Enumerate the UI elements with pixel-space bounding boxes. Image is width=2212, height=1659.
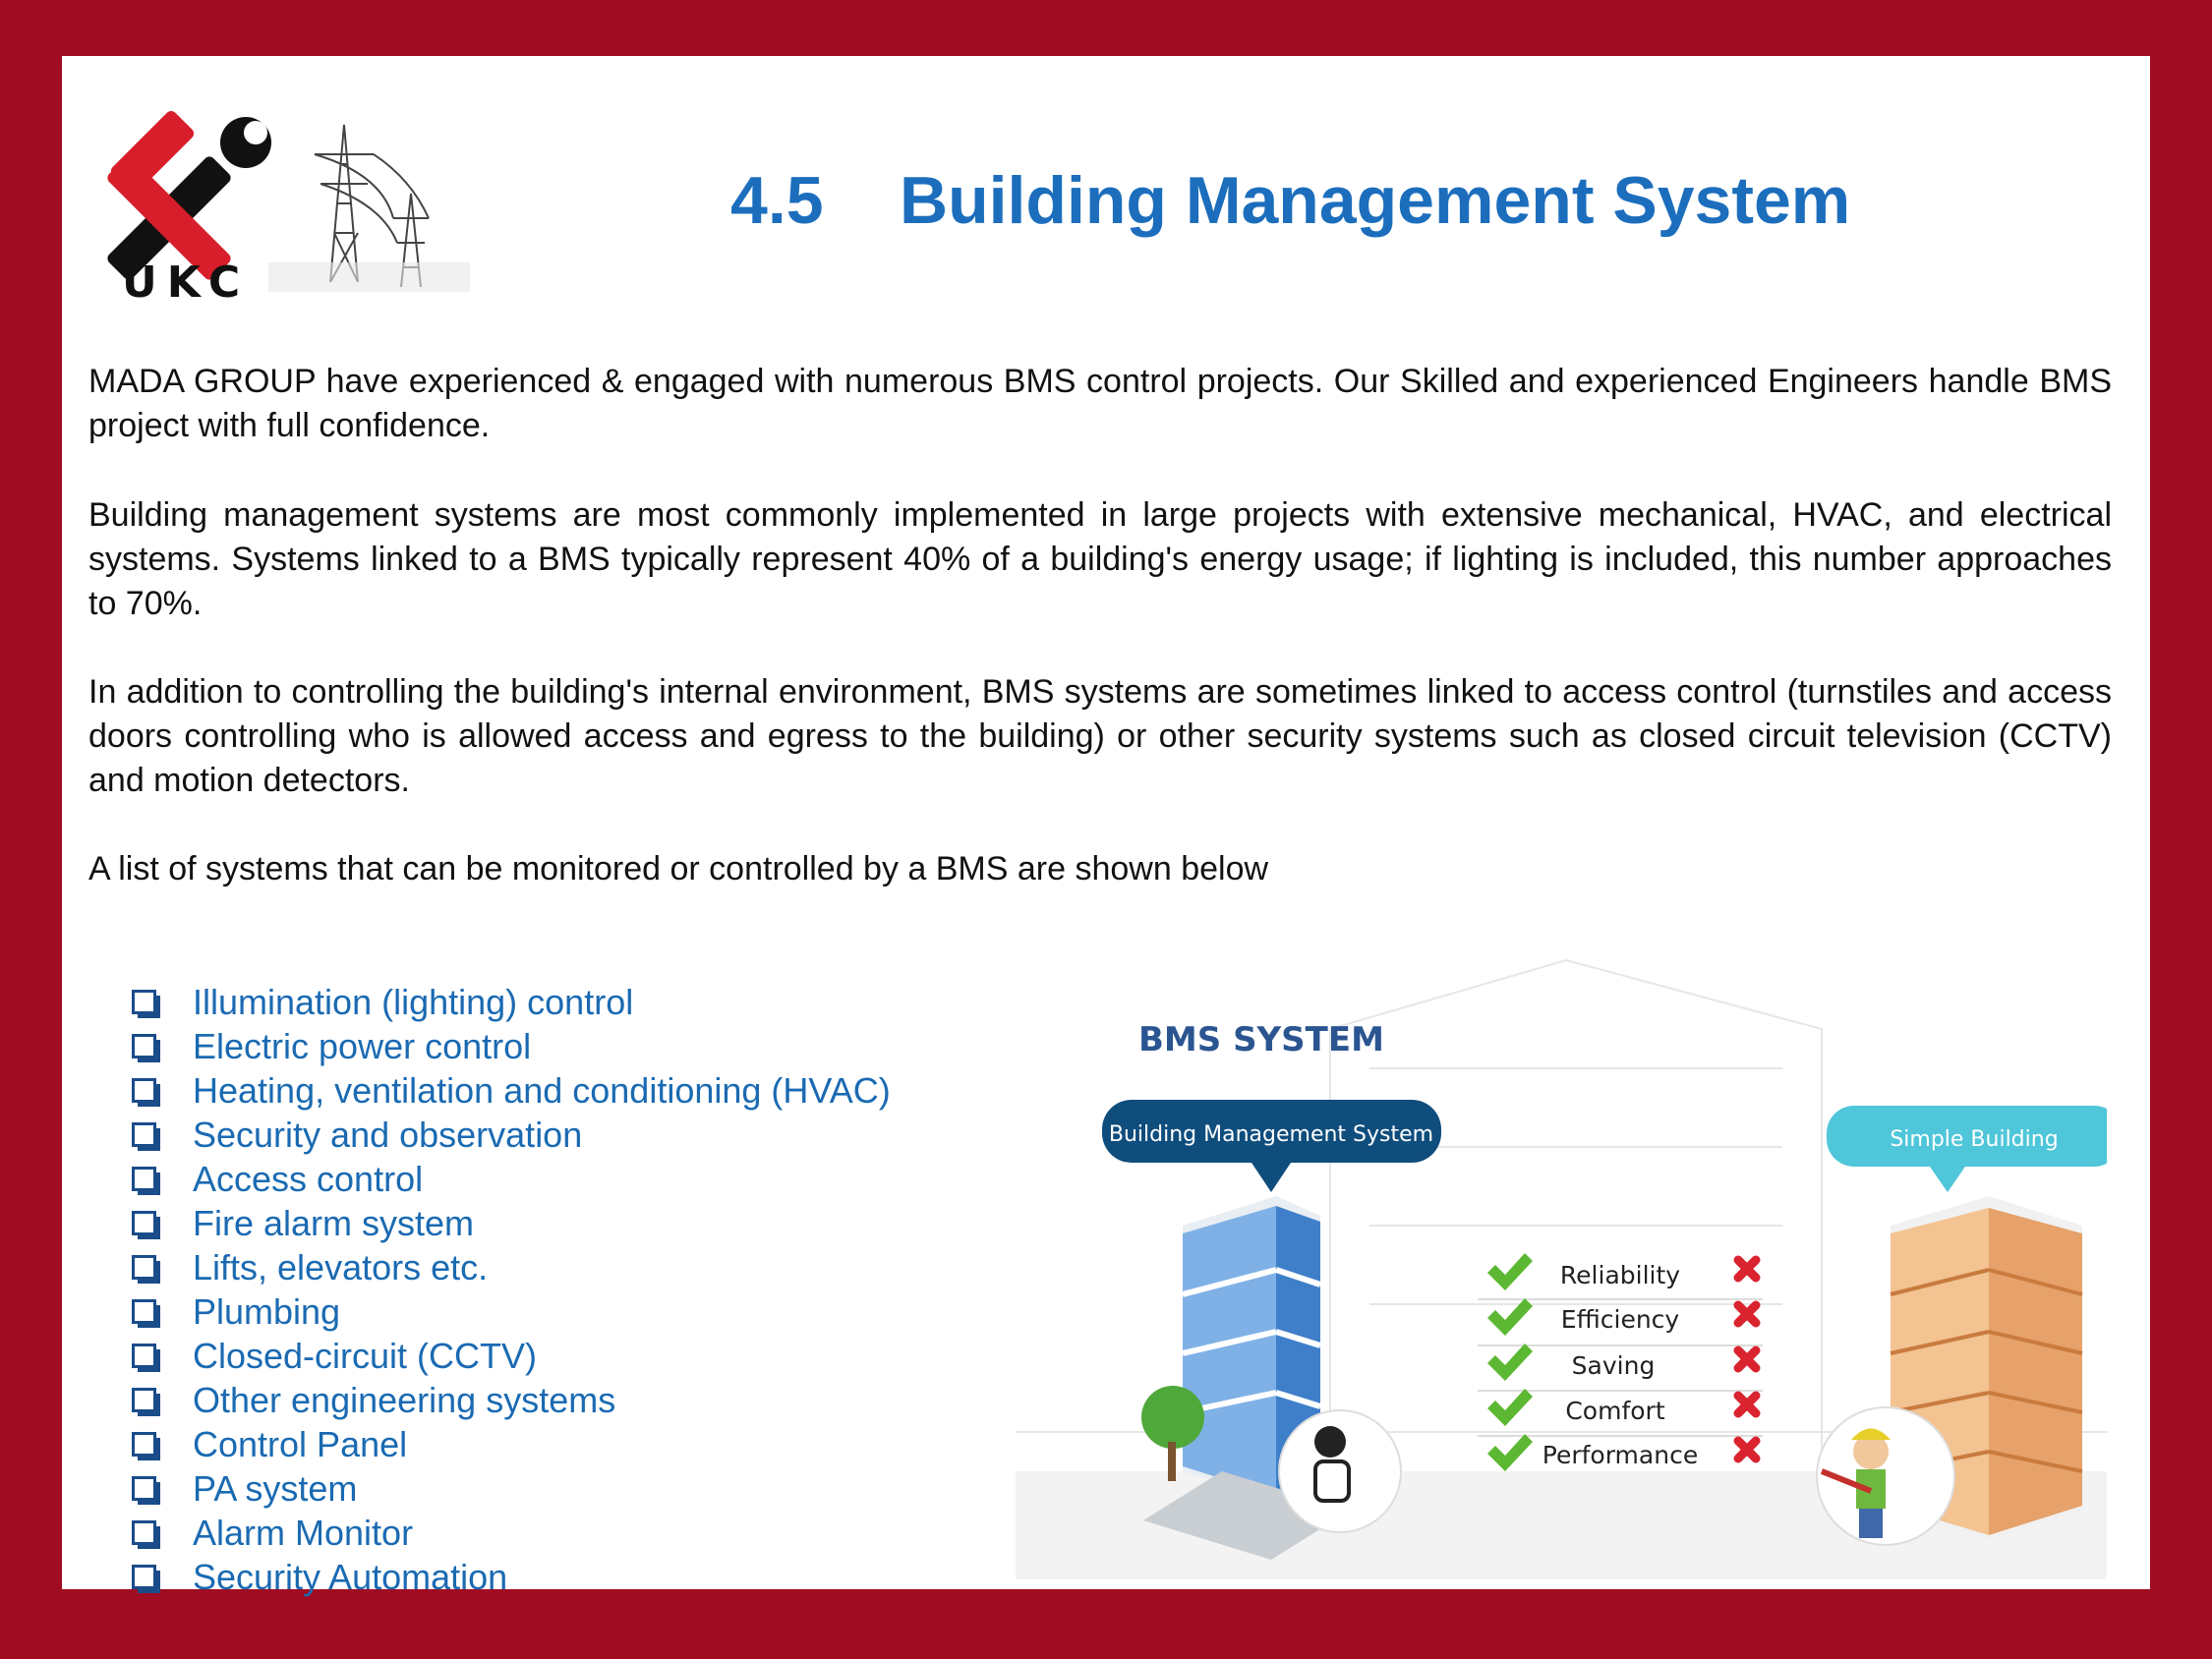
list-item: Other engineering systems [128,1378,891,1422]
section-number: 4.5 [730,163,824,238]
graphic-heading: BMS SYSTEM [1138,1020,1384,1059]
logo-graphic-icon [107,110,470,292]
right-bubble-label: Simple Building [1890,1127,2058,1152]
smart-building-icon [1141,1196,1402,1560]
checkbox-bullet-icon [132,990,156,1014]
integration-paragraph: In addition to controlling the building'… [88,673,2112,799]
logo-text: UKC [122,257,251,308]
list-item: Security and observation [128,1113,891,1157]
checkbox-bullet-icon [132,1388,156,1412]
checkbox-bullet-icon [132,1520,156,1545]
right-bubble-shape [1827,1106,2122,1167]
checkbox-bullet-icon [132,1299,156,1324]
checkbox-bullet-icon [132,1122,156,1147]
page-title: 4.5 Building Management System [730,162,1850,239]
checkbox-bullet-icon [132,1476,156,1501]
criteria-table: Reliability Efficiency Saving Comfort Pe… [1478,1253,1763,1471]
section-title: Building Management System [900,163,1851,238]
list-item: Fire alarm system [128,1201,891,1245]
criteria-label: Efficiency [1561,1305,1680,1334]
cross-icons [1733,1255,1761,1463]
checkbox-bullet-icon [132,1344,156,1368]
list-item: Electric power control [128,1024,891,1068]
simple-building-icon [1816,1196,2083,1546]
list-item: Control Panel [128,1422,891,1466]
checkbox-bullet-icon [132,1211,156,1235]
list-item: Lifts, elevators etc. [128,1245,891,1289]
criteria-label: Saving [1572,1351,1656,1380]
checkbox-bullet-icon [132,1078,156,1103]
list-item: Alarm Monitor [128,1511,891,1555]
usage-paragraph: Building management systems are most com… [88,496,2112,622]
checkbox-bullet-icon [132,1432,156,1457]
list-item: Illumination (lighting) control [128,980,891,1024]
checkbox-bullet-icon [132,1565,156,1589]
check-icons [1487,1253,1533,1471]
checkbox-bullet-icon [132,1034,156,1058]
bms-comparison-graphic: BMS SYSTEM Building Management System Si… [1016,921,2122,1579]
checkbox-bullet-icon [132,1255,156,1280]
list-item: PA system [128,1466,891,1511]
list-item: Security Automation [128,1555,891,1599]
criteria-label: Performance [1543,1441,1698,1469]
checkbox-bullet-icon [132,1167,156,1191]
bms-illustration: BMS SYSTEM Building Management System Si… [1016,958,2122,1579]
left-bubble-shape [1102,1100,1441,1163]
list-item: Access control [128,1157,891,1201]
list-intro-paragraph: A list of systems that can be monitored … [88,850,1269,887]
systems-list: Illumination (lighting) control Electric… [128,980,891,1599]
criteria-label: Reliability [1560,1261,1680,1289]
intro-paragraph: MADA GROUP have experienced & engaged wi… [88,363,2112,444]
ukc-logo: UKC [87,86,470,326]
list-item: Plumbing [128,1289,891,1334]
list-item: Heating, ventilation and conditioning (H… [128,1068,891,1113]
left-bubble-label: Building Management System [1109,1122,1433,1147]
criteria-label: Comfort [1565,1397,1664,1425]
list-item: Closed-circuit (CCTV) [128,1334,891,1378]
